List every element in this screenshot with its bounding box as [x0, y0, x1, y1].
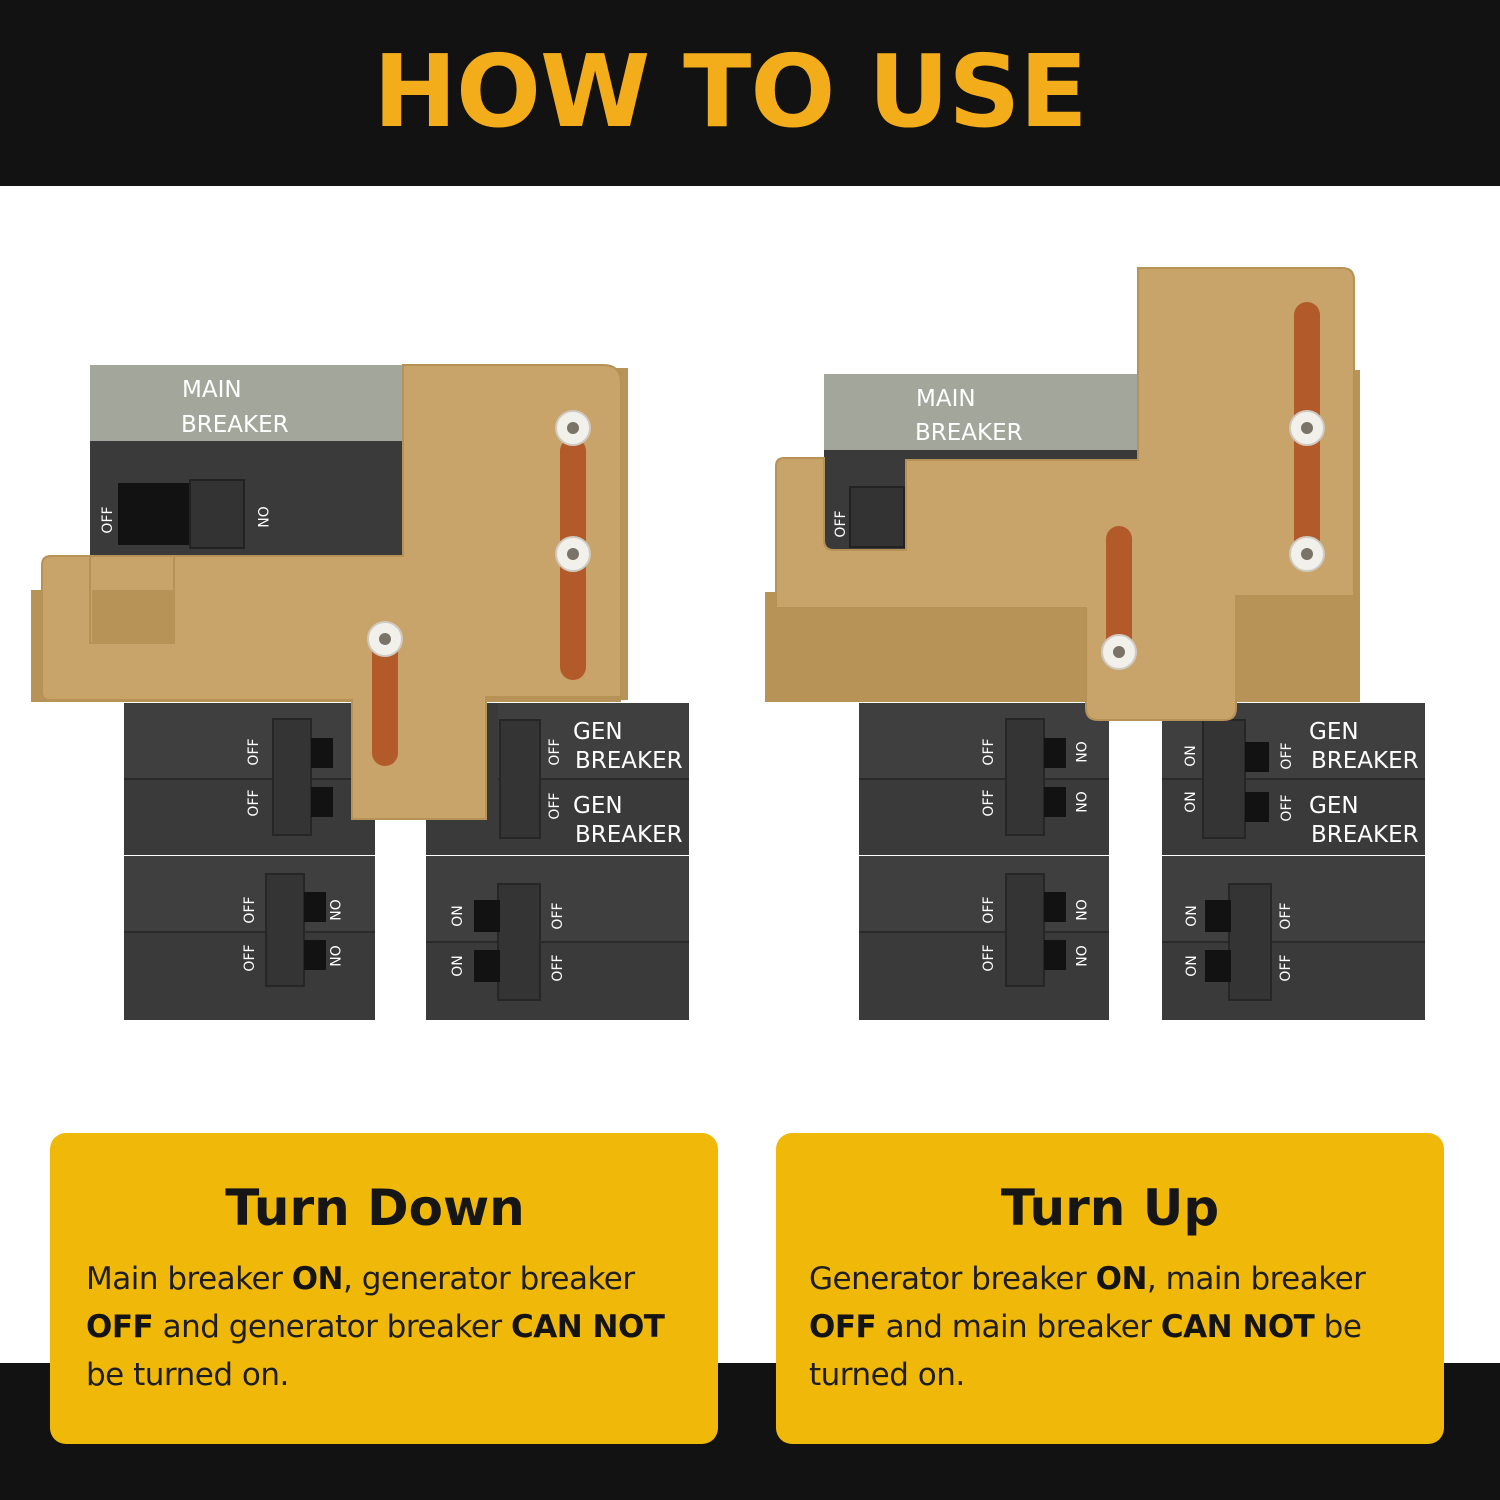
switch-label-on: ON [1072, 945, 1088, 967]
switch-label-off: OFF [246, 789, 262, 816]
turn-down-card: Turn Down Main breaker ON, generator bre… [50, 1133, 718, 1444]
main-breaker-label: BREAKER [181, 412, 289, 438]
desc-text: , generator breaker [343, 1261, 635, 1297]
main-breaker-label: BREAKER [915, 420, 1023, 446]
main-breaker-label: MAIN [916, 386, 976, 412]
desc-emphasis: OFF [86, 1309, 154, 1345]
turn-down-description: Main breaker ON, generator breaker OFF a… [86, 1255, 706, 1399]
switch-label-off: OFF [1278, 954, 1294, 981]
left-breaker-bottom-left: OFF OFF ON ON [124, 856, 375, 1020]
desc-text: Generator breaker [809, 1261, 1096, 1297]
switch-label-off: OFF [550, 902, 566, 929]
right-breaker-top-left: OFF OFF ON ON [859, 703, 1109, 855]
left-diagram-turn-down: OFF OFF ON ON ON ON OFF OFF OFF OFF [31, 364, 689, 1020]
desc-text: Main breaker [86, 1261, 292, 1297]
gen-breaker-label: BREAKER [1311, 748, 1419, 774]
turn-up-title: Turn Up [1000, 1179, 1220, 1237]
switch-label-on: ON [326, 899, 342, 921]
right-gen-breaker: ON ON OFF OFF GEN BREAKER GEN BREAKER [1162, 703, 1425, 855]
switch-label-on: ON [450, 905, 466, 927]
desc-emphasis: OFF [809, 1309, 877, 1345]
switch-label-off: OFF [246, 738, 262, 765]
switch-label-off: OFF [1279, 794, 1295, 821]
switch-label-on: ON [326, 945, 342, 967]
gen-breaker-label: GEN [573, 793, 623, 819]
right-diagram-turn-up: OFF OFF ON ON ON ON OFF OFF OFF OFF [765, 267, 1425, 1020]
gen-breaker-label: BREAKER [575, 822, 683, 848]
main-breaker-label: MAIN [182, 377, 242, 403]
switch-label-off: OFF [981, 789, 997, 816]
switch-label-off: OFF [547, 738, 563, 765]
desc-text: , main breaker [1146, 1261, 1366, 1297]
switch-label-off: OFF [100, 506, 116, 533]
desc-emphasis: CAN NOT [511, 1309, 665, 1345]
header-band [0, 0, 1500, 186]
turn-up-card: Turn Up Generator breaker ON, main break… [776, 1133, 1444, 1444]
switch-label-off: OFF [550, 954, 566, 981]
desc-emphasis: ON [1095, 1261, 1148, 1297]
left-breaker-top-left: OFF OFF [124, 703, 375, 855]
switch-label-on: ON [1072, 741, 1088, 763]
desc-text: and main breaker [876, 1309, 1161, 1345]
desc-text: and generator breaker [153, 1309, 512, 1345]
turn-down-title: Turn Down [225, 1179, 525, 1237]
desc-emphasis: ON [291, 1261, 344, 1297]
switch-label-off: OFF [547, 792, 563, 819]
switch-label-off: OFF [981, 896, 997, 923]
switch-label-on: ON [1184, 955, 1200, 977]
desc-emphasis: CAN NOT [1160, 1309, 1315, 1345]
right-breaker-bottom-left: OFF OFF ON ON [859, 856, 1109, 1020]
switch-label-off: OFF [1279, 742, 1295, 769]
switch-label-off: OFF [981, 738, 997, 765]
left-interlock-plate [41, 364, 628, 820]
switch-label-off: OFF [242, 944, 258, 971]
right-interlock-plate [775, 267, 1355, 721]
gen-breaker-label: GEN [573, 719, 623, 745]
switch-label-on: ON [1183, 791, 1199, 813]
right-breaker-bottom-right: ON ON OFF OFF [1162, 856, 1425, 1020]
switch-label-on: ON [1072, 899, 1088, 921]
switch-label-on: ON [1183, 745, 1199, 767]
desc-text: be turned on. [809, 1309, 1362, 1393]
switch-label-on: ON [1184, 905, 1200, 927]
switch-label-off: OFF [833, 510, 849, 537]
gen-breaker-label: BREAKER [575, 748, 683, 774]
page-title: HOW TO USE [373, 33, 1087, 150]
gen-breaker-label: GEN [1309, 793, 1359, 819]
desc-text: be turned on. [86, 1357, 289, 1393]
interlock-diagram: OFF OFF ON ON ON ON OFF OFF OFF OFF [31, 267, 1425, 1020]
switch-label-off: OFF [242, 896, 258, 923]
gen-breaker-label: BREAKER [1311, 822, 1419, 848]
switch-label-on: ON [1072, 791, 1088, 813]
switch-label-on: ON [254, 506, 270, 528]
left-breaker-bottom-right: ON ON OFF OFF [426, 856, 689, 1020]
switch-label-off: OFF [981, 944, 997, 971]
gen-breaker-label: GEN [1309, 719, 1359, 745]
switch-label-off: OFF [1278, 902, 1294, 929]
switch-label-on: ON [450, 955, 466, 977]
turn-up-description: Generator breaker ON, main breaker OFF a… [809, 1255, 1429, 1399]
